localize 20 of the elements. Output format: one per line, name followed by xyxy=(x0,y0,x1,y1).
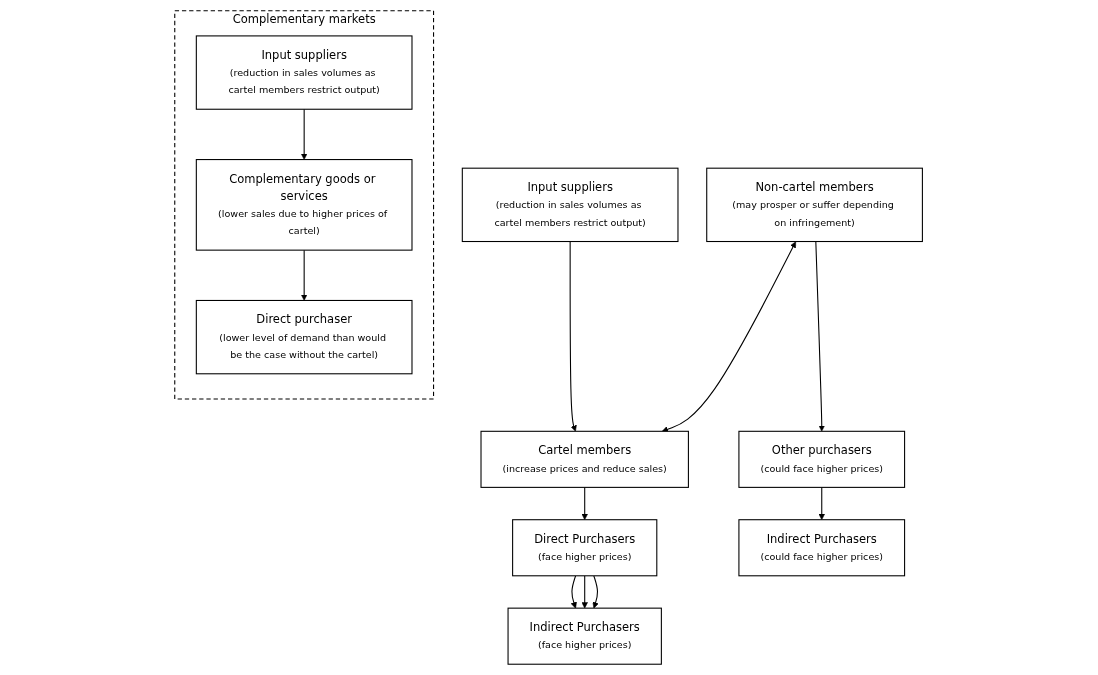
node-box: Input suppliers (reduction in sales volumes as cartel members restrict output) xyxy=(462,167,679,243)
node-box: Non-cartel members (may prosper or suffer depending on infringement) xyxy=(706,167,924,243)
arrow xyxy=(570,241,578,432)
arrow xyxy=(581,575,589,609)
arrow xyxy=(301,249,308,301)
arrow xyxy=(571,575,578,609)
node-box: Complementary goods or services (lower sales due to higher prices of cartel) xyxy=(196,159,413,251)
node-box: Indirect Purchasers (face higher prices) xyxy=(507,607,663,665)
node-box: Other purchasers (could face higher prices) xyxy=(738,430,906,488)
node-box: Input suppliers (reduction in sales volumes as cartel members restrict output) xyxy=(196,35,413,110)
arrow xyxy=(301,108,308,160)
node-box: Direct purchaser (lower level of demand than would be the case without the cartel) xyxy=(196,299,413,375)
node-box: Cartel members (increase prices and reduce sales) xyxy=(480,430,690,488)
arrow xyxy=(662,241,797,433)
arrow xyxy=(581,486,589,520)
arrow xyxy=(815,241,826,432)
arrow xyxy=(593,575,600,609)
arrow xyxy=(819,486,826,520)
node-box: Direct Purchasers (face higher prices) xyxy=(512,519,658,577)
node-box: Indirect Purchasers (could face higher prices) xyxy=(738,519,906,577)
